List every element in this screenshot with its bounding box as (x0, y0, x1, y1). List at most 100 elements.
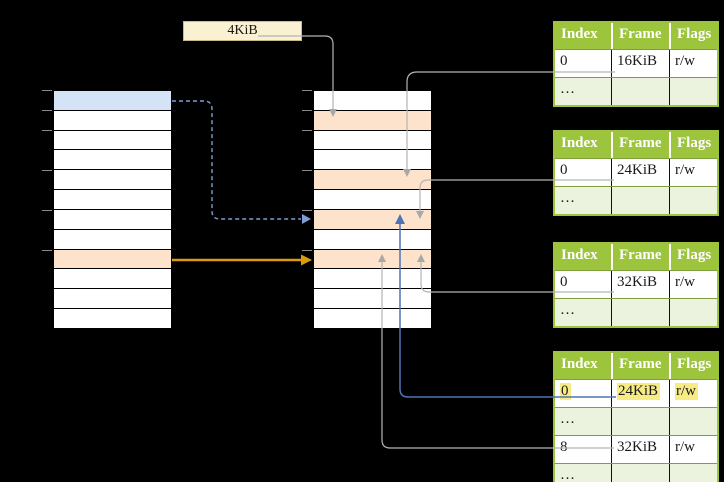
memory-row-blue (54, 91, 171, 111)
table-cell: 0 (560, 162, 568, 178)
table-cell: r/w (669, 271, 717, 298)
table-row: … (555, 407, 717, 435)
address-tick (302, 130, 312, 131)
address-tick (302, 250, 312, 251)
address-tick (302, 90, 312, 91)
address-tick (302, 210, 312, 211)
table-cell (611, 187, 669, 214)
table-cell (669, 464, 717, 482)
physical-memory-column (302, 90, 432, 330)
memory-row (54, 130, 171, 151)
memory-row (314, 150, 431, 171)
address-tick (302, 110, 312, 111)
table-cell (669, 299, 717, 326)
table-cell: … (560, 302, 575, 318)
column-header-flags: Flags (669, 132, 717, 158)
column-header-flags: Flags (669, 23, 717, 49)
table-cell (669, 408, 717, 435)
column-header-frame: Frame (611, 353, 669, 379)
column-header-frame: Frame (611, 132, 669, 158)
highlighted-value: r/w (675, 383, 698, 400)
arrow-virtual-page-dashed (172, 100, 311, 224)
memory-row (54, 289, 171, 310)
table-row: 0 24KiB r/w (555, 379, 717, 407)
table-cell: r/w (669, 159, 717, 186)
memory-row (54, 150, 171, 171)
address-tick (42, 130, 52, 131)
memory-row (54, 110, 171, 131)
column-header-index: Index (561, 26, 598, 42)
table-cell: 0 (555, 380, 611, 407)
column-header-frame: Frame (611, 23, 669, 49)
column-header-index: Index (561, 356, 598, 372)
memory-row-orange (314, 110, 431, 131)
memory-row (314, 190, 431, 210)
address-tick (42, 90, 52, 91)
table-cell: … (560, 467, 575, 482)
table-cell: 0 (560, 274, 568, 290)
memory-row (314, 130, 431, 151)
memory-row-orange (314, 209, 431, 230)
table-cell: r/w (669, 50, 717, 77)
address-tick (302, 170, 312, 171)
memory-row-orange (54, 249, 171, 270)
table-cell (611, 78, 669, 105)
table-cell: r/w (669, 436, 717, 463)
table-cell (669, 187, 717, 214)
address-tick (42, 250, 52, 251)
memory-row (54, 229, 171, 250)
memory-row (314, 289, 431, 310)
memory-row (314, 269, 431, 290)
column-header-index: Index (561, 247, 598, 263)
table-row: … (555, 77, 717, 105)
address-tick (42, 210, 52, 211)
table-cell: 32KiB (611, 436, 669, 463)
memory-row (54, 269, 171, 290)
address-tick (42, 110, 52, 111)
arrow-mapped-page-orange (172, 254, 312, 266)
table-row: … (555, 186, 717, 214)
memory-row (54, 309, 171, 329)
highlighted-value: 24KiB (617, 383, 661, 400)
column-header-frame: Frame (611, 244, 669, 270)
page-size-label: 4KiB (227, 23, 258, 38)
table-cell: 8 (560, 439, 568, 455)
table-cell: 32KiB (611, 271, 669, 298)
page-size-box: 4KiB (183, 21, 302, 41)
column-header-flags: Flags (669, 244, 717, 270)
memory-row (54, 209, 171, 230)
highlighted-value: 0 (560, 383, 571, 400)
table-cell: … (560, 190, 575, 206)
table-row: … (555, 298, 717, 326)
memory-row (314, 91, 431, 111)
column-header-flags: Flags (669, 353, 717, 379)
memory-row (54, 170, 171, 191)
table-cell (611, 408, 669, 435)
table-cell (611, 464, 669, 482)
table-cell: 24KiB (611, 159, 669, 186)
table-cell (669, 78, 717, 105)
table-cell: 24KiB (611, 380, 669, 407)
memory-row (314, 229, 431, 250)
table-cell (611, 299, 669, 326)
address-tick (42, 170, 52, 171)
memory-row-orange (314, 170, 431, 191)
memory-row (54, 190, 171, 210)
memory-row-orange (314, 249, 431, 270)
table-cell: 0 (560, 53, 568, 69)
table-cell: r/w (669, 380, 717, 407)
table-row: … (555, 463, 717, 482)
